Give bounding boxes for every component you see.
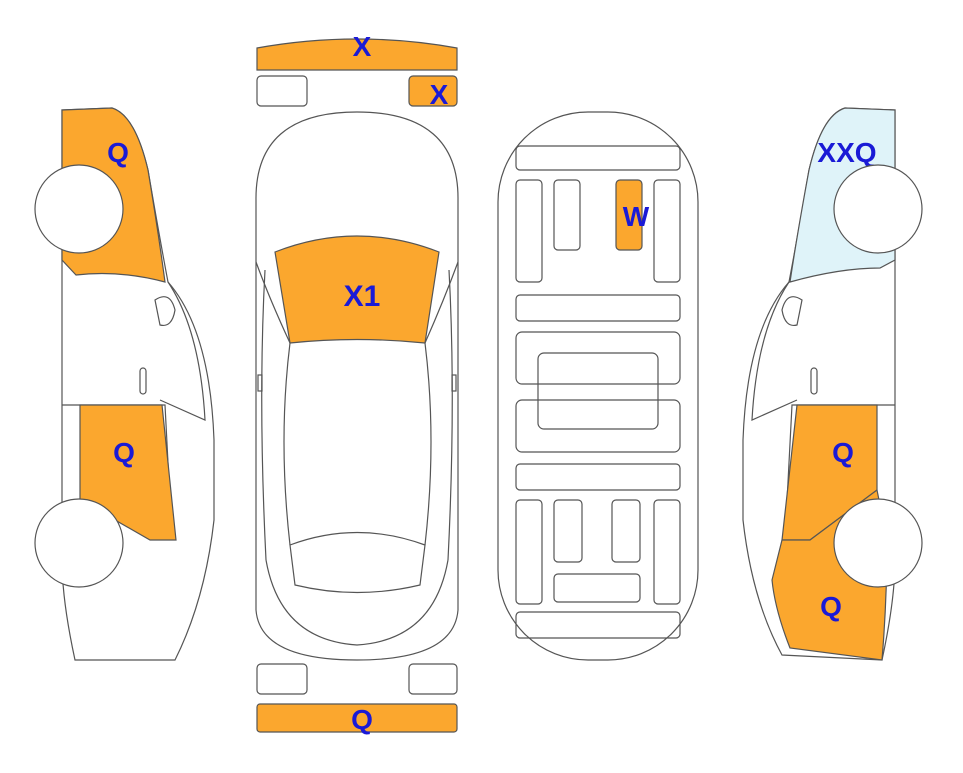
left-side-mirror xyxy=(154,296,176,327)
top-view-rear-window xyxy=(289,531,426,594)
rear-bumper-panel[interactable] xyxy=(256,703,458,733)
top-view-roof-right xyxy=(424,342,432,546)
underbody-front-left-panel xyxy=(553,179,581,251)
underbody-front-left-rail xyxy=(515,179,543,283)
left-side-handle-front xyxy=(139,367,147,395)
roof-center-label: W xyxy=(623,201,650,232)
right-side-front-wheel xyxy=(833,498,923,588)
underbody-rear-left-panel xyxy=(553,499,583,563)
underbody-outline xyxy=(497,111,699,661)
top-view-mirror-right xyxy=(451,374,457,392)
underbody-front-crossmember xyxy=(515,145,681,171)
left-front-fender-label: Q xyxy=(107,137,129,168)
right-side-rear-wheel xyxy=(833,164,923,254)
underbody-spare-well xyxy=(553,573,641,603)
rear-right-taillight xyxy=(408,663,458,695)
underbody-floor-front xyxy=(515,331,681,385)
underbody-front-right-rail xyxy=(653,179,681,283)
top-view-side-right xyxy=(447,269,453,561)
left-rear-door-label: Q xyxy=(113,437,135,468)
front-left-headlight xyxy=(256,75,308,107)
right-side-view: XXQ Q Q xyxy=(742,107,923,661)
top-view-side-left xyxy=(261,269,267,561)
top-view-trunk xyxy=(265,559,449,646)
right-front-fender-label: Q xyxy=(820,591,842,622)
underbody-rear-right-rail xyxy=(653,499,681,605)
underbody-floor-rear xyxy=(515,399,681,453)
front-bumper-panel[interactable] xyxy=(256,38,458,71)
top-view: X X X1 Q xyxy=(255,31,459,735)
left-side-window-line xyxy=(159,281,206,421)
right-rear-quarter-label: XXQ xyxy=(817,137,876,168)
front-right-headlight-panel[interactable] xyxy=(408,75,458,107)
left-side-view: Q Q xyxy=(34,107,215,661)
underbody-rear-panel xyxy=(515,611,681,639)
front-right-headlight-label: X xyxy=(430,79,449,110)
front-bumper-label: X xyxy=(353,31,372,62)
hood-panel[interactable] xyxy=(274,235,440,344)
underbody-view: W xyxy=(497,111,699,661)
left-side-front-wheel xyxy=(34,164,124,254)
underbody-center-pan xyxy=(537,352,659,430)
hood-label: X1 xyxy=(344,280,381,313)
roof-center-panel[interactable] xyxy=(615,179,643,251)
underbody-mid-crossmember xyxy=(515,294,681,322)
left-side-rear-wheel xyxy=(34,498,124,588)
right-side-handle-front xyxy=(810,367,818,395)
right-side-mirror xyxy=(781,296,803,327)
right-front-door-label: Q xyxy=(832,437,854,468)
rear-bumper-label: Q xyxy=(351,704,373,735)
rear-left-taillight xyxy=(256,663,308,695)
top-view-a-pillar-left xyxy=(255,261,291,344)
underbody-rear-right-panel xyxy=(611,499,641,563)
right-side-window-line xyxy=(751,281,798,421)
top-view-a-pillar-right xyxy=(424,261,459,344)
underbody-rear-left-rail xyxy=(515,499,543,605)
underbody-rear-crossmember xyxy=(515,463,681,491)
top-view-roof-left xyxy=(283,342,291,546)
top-view-mirror-left xyxy=(257,374,263,392)
